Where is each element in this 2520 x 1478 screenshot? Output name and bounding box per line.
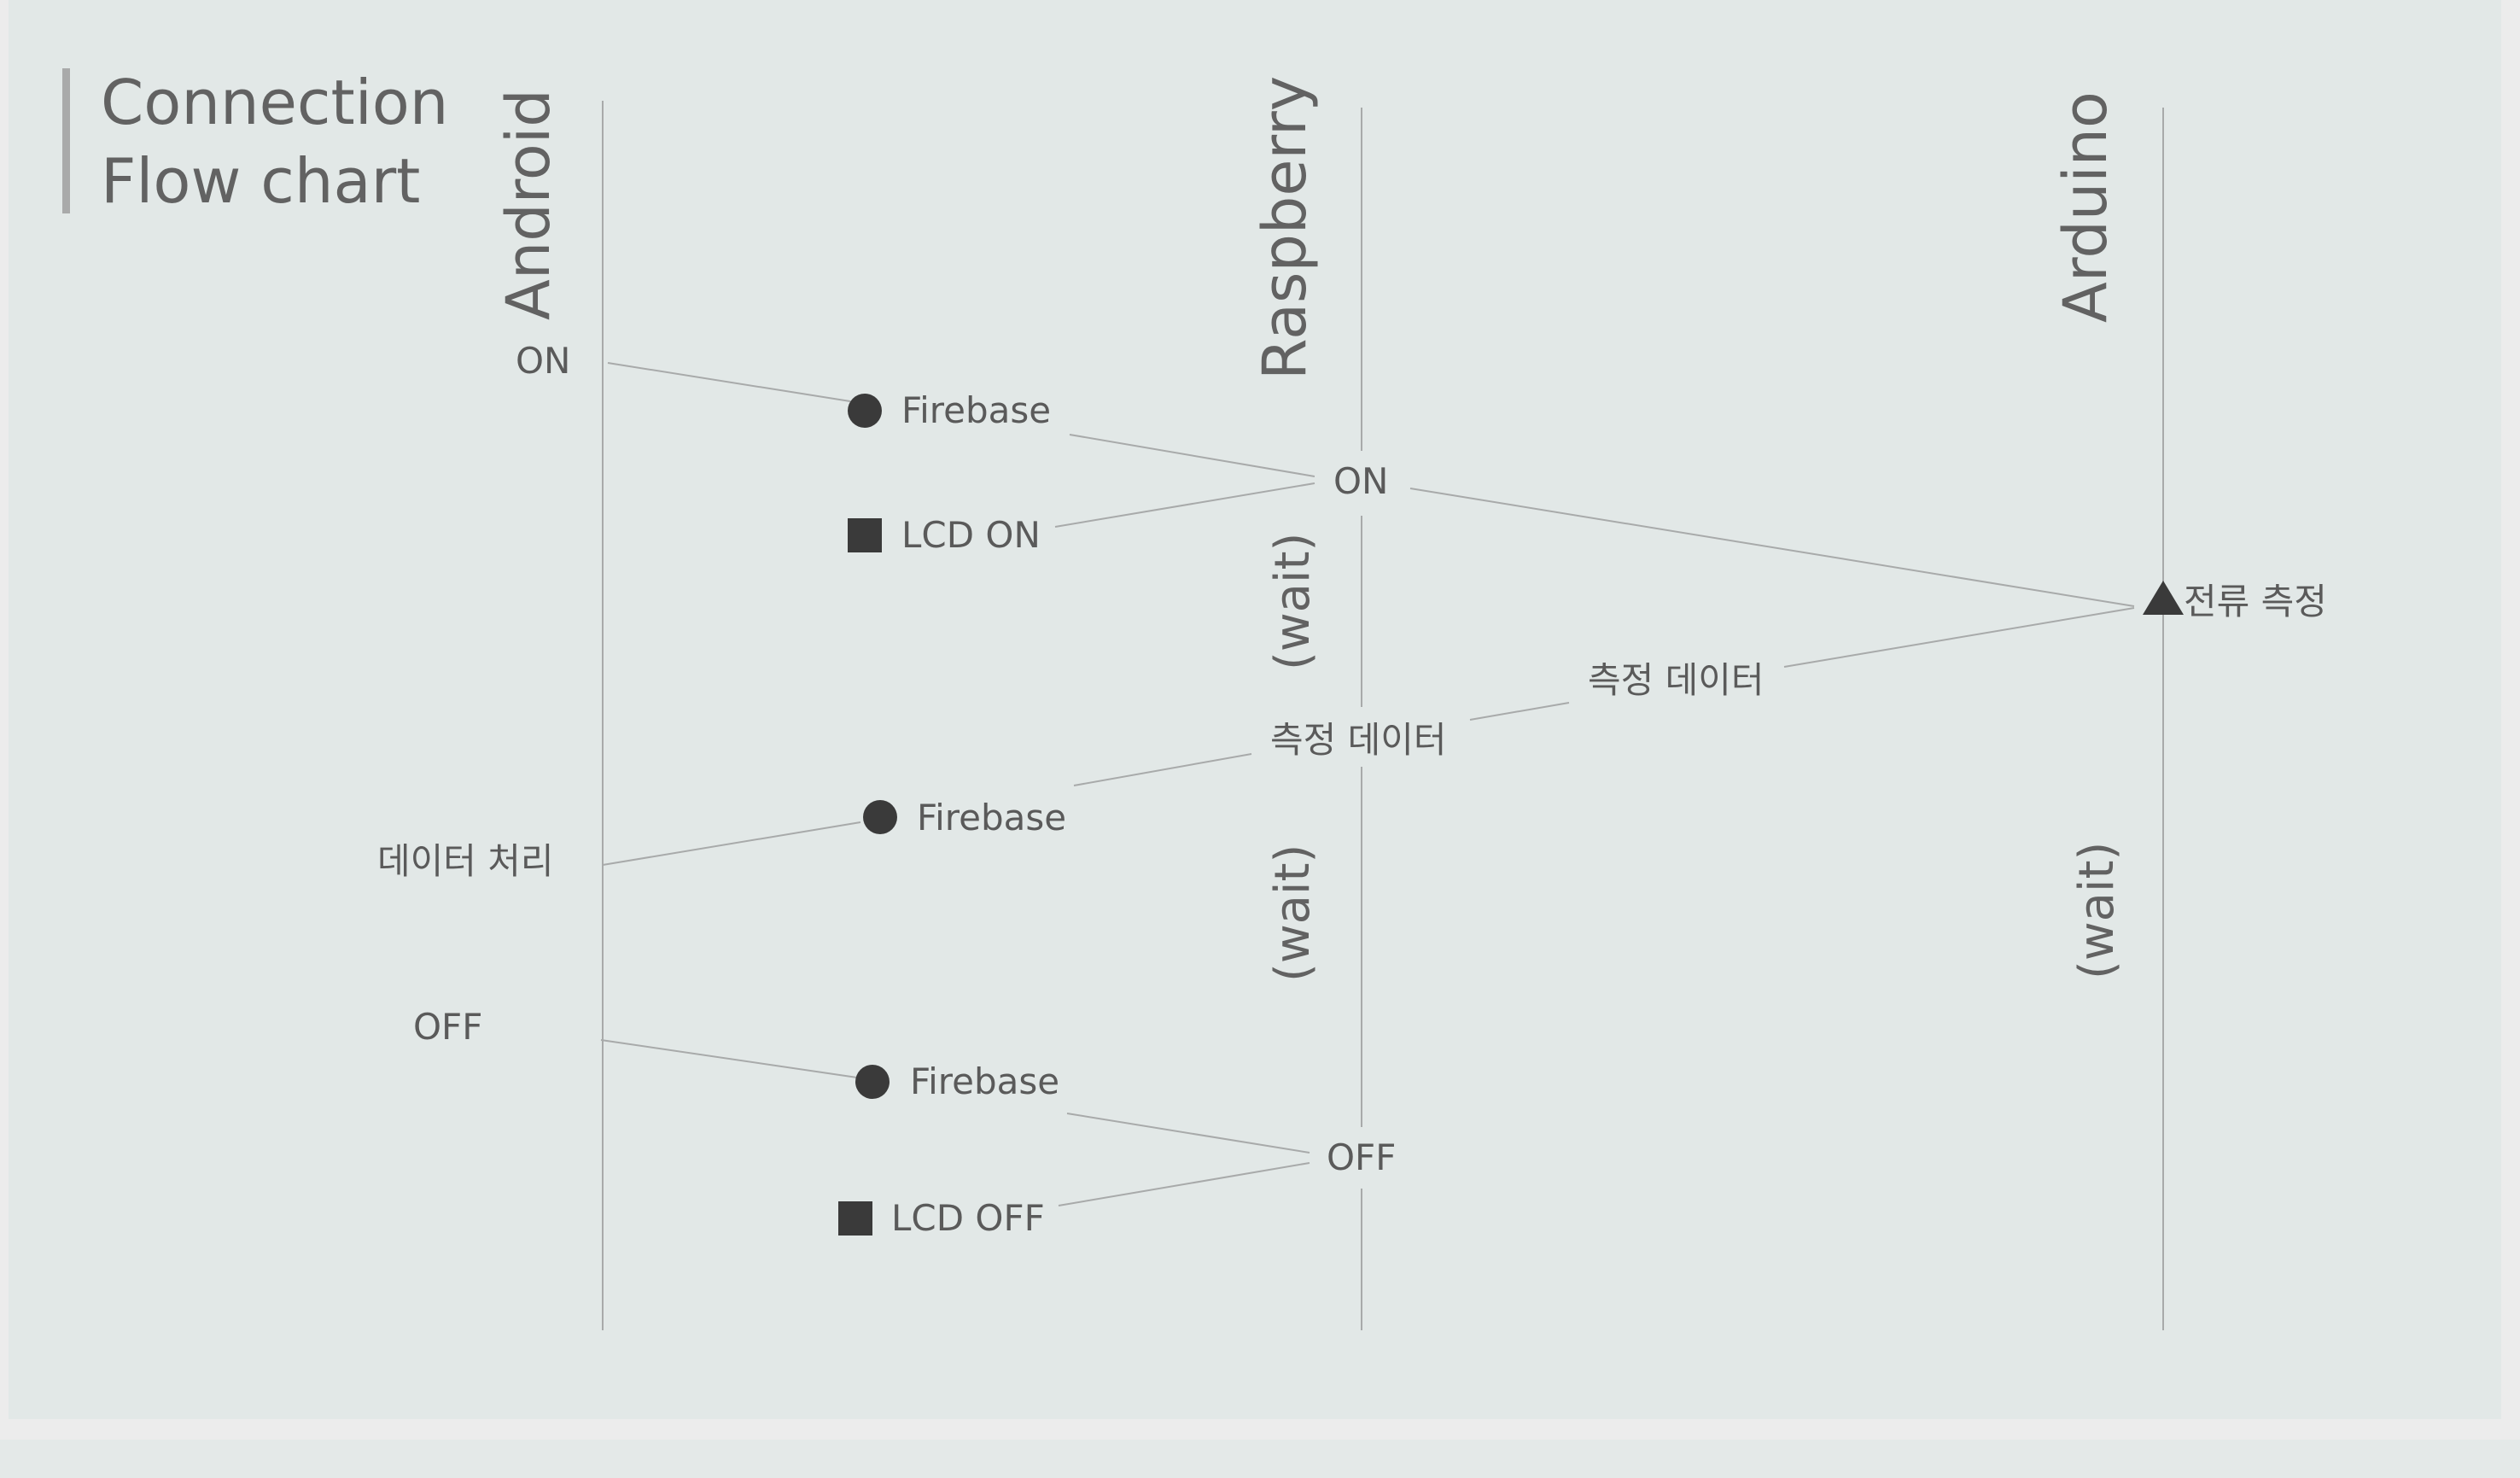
android-off-label: OFF (413, 1006, 483, 1048)
connector-android-on-to-firebase (607, 362, 851, 402)
connector-lcd-off-to-raspberry-off (1058, 1162, 1310, 1206)
connector-raspberry-on-to-arduino (1409, 488, 2135, 607)
firebase-marker-1 (848, 394, 882, 428)
connector-measure-data-to-raspberry (1469, 702, 1570, 721)
lane-title-arduino: Arduino (2050, 91, 2120, 323)
diagram-title: Connection Flow chart (101, 63, 448, 220)
lane-title-raspberry: Raspberry (1250, 75, 1320, 380)
raspberry-wait-2: (wait) (1265, 844, 1321, 982)
connector-lcd-on-to-raspberry-on (1054, 482, 1315, 528)
arduino-wait: (wait) (2069, 841, 2125, 979)
firebase-marker-3 (855, 1065, 890, 1099)
connector-firebase-to-raspberry-off (1066, 1113, 1310, 1154)
title-line-2: Flow chart (101, 145, 421, 217)
lcd-on-marker (848, 518, 882, 552)
raspberry-on-label: ON (1333, 460, 1389, 502)
title-line-1: Connection (101, 67, 449, 138)
raspberry-off-label: OFF (1327, 1136, 1397, 1178)
diagram-panel (9, 0, 2501, 1419)
connector-firebase-to-android-process (602, 821, 861, 866)
title-accent-bar (62, 68, 70, 213)
connector-arduino-to-measure-data (1783, 607, 2135, 668)
arduino-measure-marker (2143, 581, 2184, 615)
bottom-strip (0, 1440, 2520, 1478)
connector-firebase-to-raspberry-on (1069, 434, 1315, 477)
lane-title-android: Android (493, 89, 563, 320)
android-process-label: 데이터 처리 (377, 840, 554, 882)
firebase-label-1: Firebase (901, 389, 1052, 431)
measure-data-label-1: 측정 데이터 (1588, 659, 1765, 701)
firebase-label-3: Firebase (910, 1060, 1060, 1102)
android-on-label: ON (516, 340, 571, 382)
measure-data-label-2: 측정 데이터 (1270, 719, 1447, 761)
arduino-measure-label: 전류 측정 (2184, 581, 2327, 622)
lcd-on-label: LCD ON (901, 514, 1041, 556)
raspberry-wait-1: (wait) (1265, 532, 1321, 670)
firebase-marker-2 (863, 800, 897, 834)
connector-raspberry-to-firebase (1073, 753, 1252, 786)
lcd-off-marker (838, 1201, 872, 1236)
lcd-off-label: LCD OFF (891, 1197, 1045, 1239)
firebase-label-2: Firebase (917, 797, 1067, 838)
connector-android-off-to-firebase (600, 1039, 858, 1078)
